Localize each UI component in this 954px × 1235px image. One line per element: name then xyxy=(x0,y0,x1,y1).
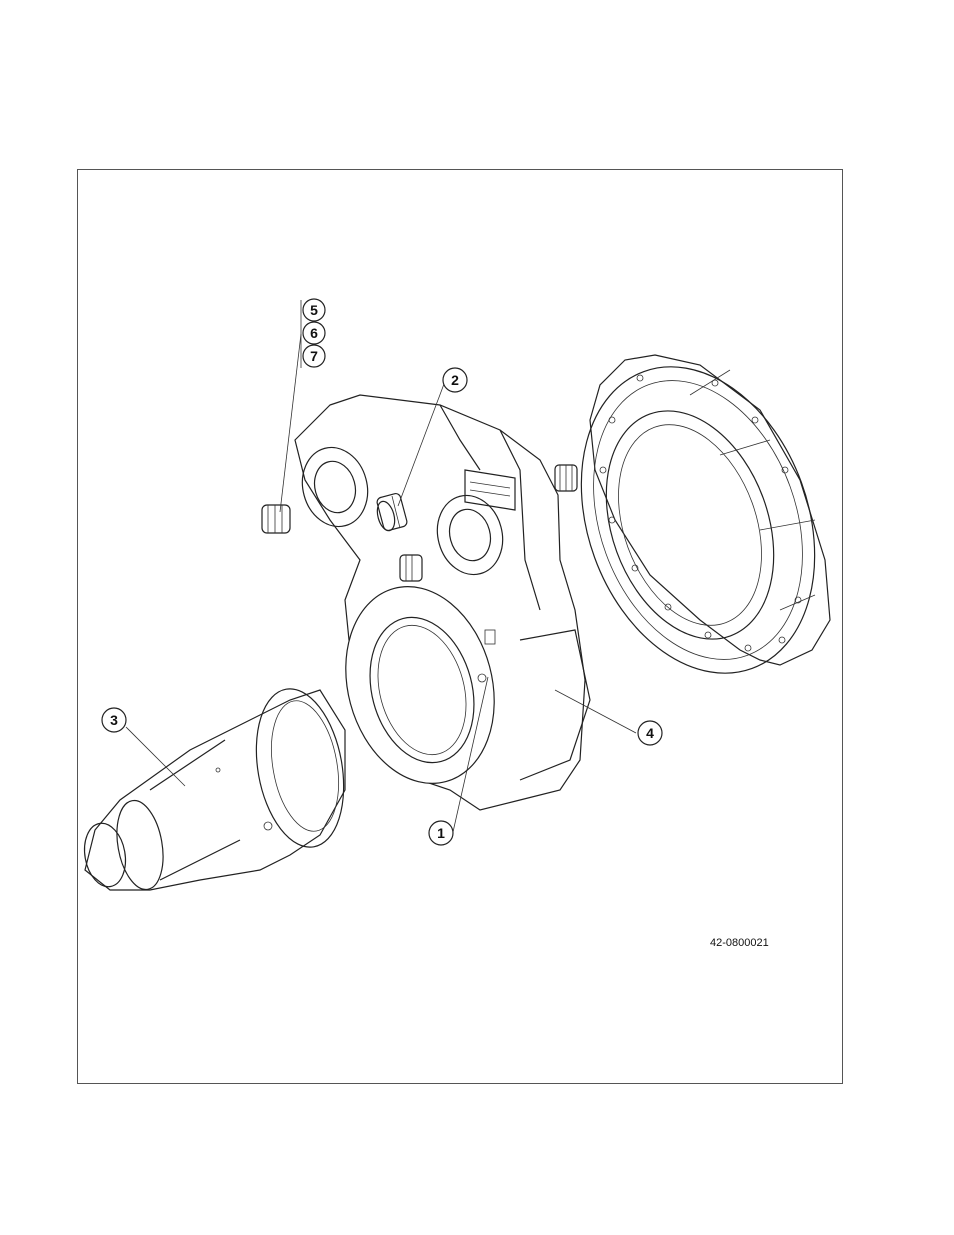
svg-text:1: 1 xyxy=(437,825,445,841)
ring-roller-bearing xyxy=(555,465,577,491)
callout-2: 2 xyxy=(443,368,467,392)
svg-text:2: 2 xyxy=(451,372,459,388)
callout-3: 3 xyxy=(102,708,126,732)
ring-housing xyxy=(541,334,856,706)
svg-text:3: 3 xyxy=(110,712,118,728)
svg-text:6: 6 xyxy=(310,325,318,341)
roller-bearing-part-5-6-7 xyxy=(262,505,290,533)
callout-7: 7 xyxy=(303,345,325,367)
callout-4: 4 xyxy=(638,721,662,745)
callout-6: 6 xyxy=(303,322,325,344)
svg-text:5: 5 xyxy=(310,302,318,318)
svg-text:4: 4 xyxy=(646,725,654,741)
callout-5: 5 xyxy=(303,299,325,321)
figure-id: 42-0800021 xyxy=(710,937,769,949)
center-roller-bearing xyxy=(400,555,422,581)
callout-1: 1 xyxy=(429,821,453,845)
svg-text:7: 7 xyxy=(310,348,318,364)
